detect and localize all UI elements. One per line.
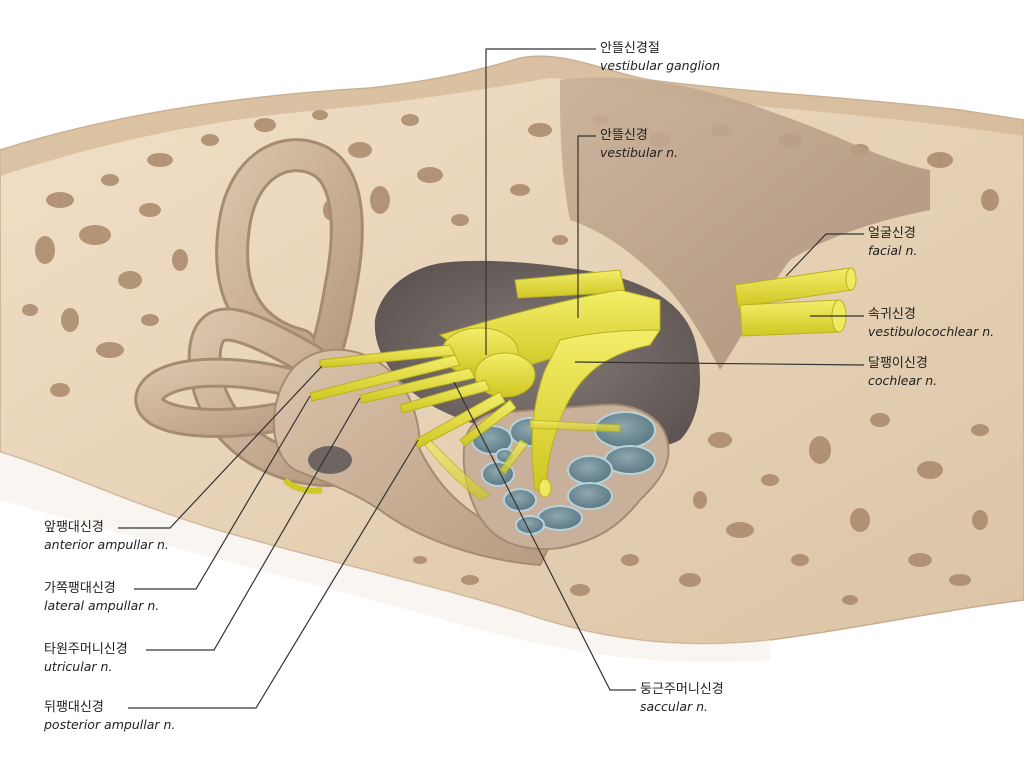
label-en: vestibular n. (600, 145, 678, 160)
label-ko: 앞팽대신경 (44, 520, 104, 535)
label-lateral-ampullar-nerve: 가쪽팽대신경 lateral ampullar n. (44, 580, 159, 614)
label-ko: 얼굴신경 (868, 226, 916, 241)
label-anterior-ampullar-nerve: 앞팽대신경 anterior ampullar n. (44, 519, 169, 553)
label-utricular-nerve: 타원주머니신경 utricular n. (44, 641, 128, 675)
label-vestibular-ganglion: 안뜰신경절 vestibular ganglion (600, 40, 720, 74)
label-cochlear-nerve: 달팽이신경 cochlear n. (868, 355, 937, 389)
leader-lines (118, 48, 865, 709)
label-vestibular-nerve: 안뜰신경 vestibular n. (600, 127, 678, 161)
label-facial-nerve: 얼굴신경 facial n. (868, 225, 917, 259)
label-posterior-ampullar-nerve: 뒤팽대신경 posterior ampullar n. (44, 699, 175, 733)
leader-facial-nerve (785, 233, 864, 277)
label-saccular-nerve: 둥근주머니신경 saccular n. (640, 681, 724, 715)
label-en: vestibular ganglion (600, 58, 721, 73)
label-vestibulocochlear-nerve: 속귀신경 vestibulocochlear n. (868, 306, 994, 340)
bone-pores (22, 110, 999, 605)
label-en: cochlear n. (868, 373, 938, 388)
leader-anterior-ampullar (118, 365, 323, 529)
label-ko: 타원주머니신경 (44, 642, 128, 657)
label-en: facial n. (868, 243, 918, 258)
label-ko: 안뜰신경절 (600, 41, 660, 56)
label-en: posterior ampullar n. (44, 717, 176, 732)
label-en: vestibulocochlear n. (868, 324, 995, 339)
leader-utricular (146, 397, 361, 651)
label-en: saccular n. (640, 699, 708, 714)
label-en: anterior ampullar n. (44, 537, 169, 552)
leader-vestibular-ganglion (485, 48, 596, 355)
label-en: utricular n. (44, 659, 113, 674)
label-ko: 안뜰신경 (600, 128, 648, 143)
leader-lateral-ampullar (134, 395, 311, 590)
leader-cochlear-nerve (574, 361, 865, 366)
leader-saccular (453, 381, 636, 691)
label-ko: 속귀신경 (868, 307, 916, 322)
nerve-stumps (514, 267, 857, 337)
label-ko: 뒤팽대신경 (44, 700, 104, 715)
label-en: lateral ampullar n. (44, 598, 160, 613)
label-ko: 달팽이신경 (868, 356, 928, 371)
label-ko: 둥근주머니신경 (640, 682, 724, 697)
leader-vestibular-nerve (577, 135, 596, 318)
otic-capsule-wall (560, 77, 930, 370)
leader-posterior-ampullar (128, 439, 419, 709)
nerve-bundle (282, 289, 661, 501)
label-ko: 가쪽팽대신경 (44, 581, 116, 596)
